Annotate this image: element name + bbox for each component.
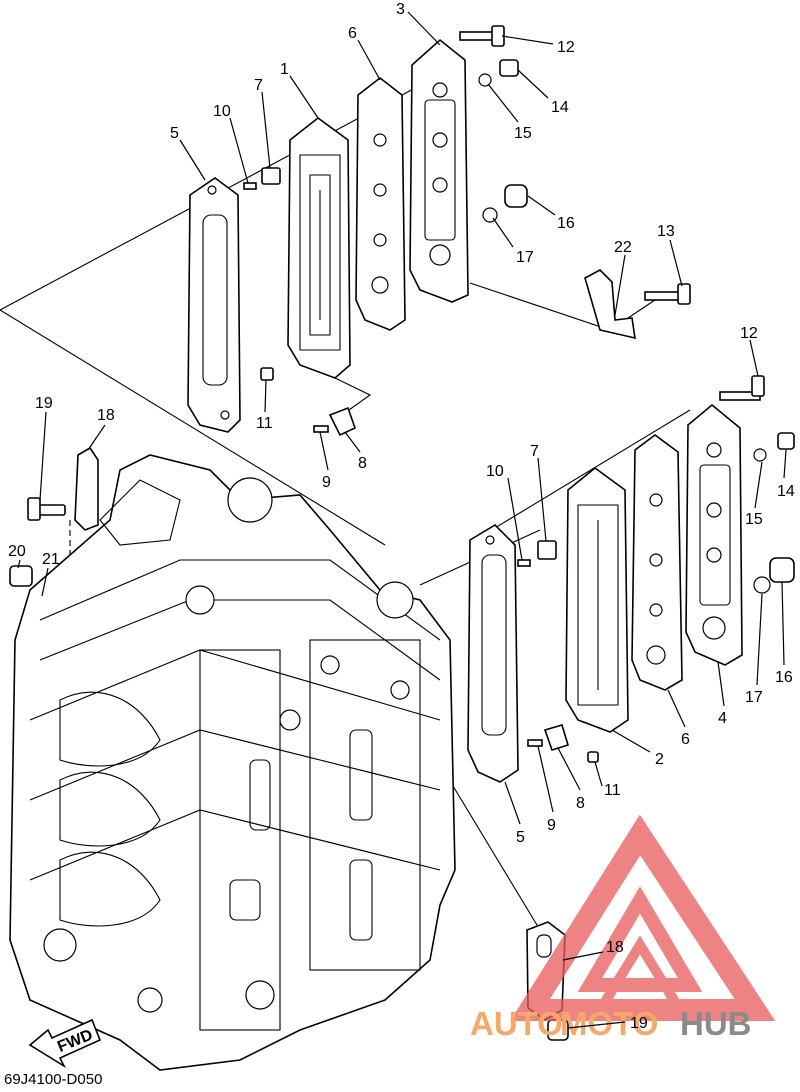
callout-19-lower: 19 [630, 1015, 648, 1032]
drawing-code: 69J4100-D050 [4, 1071, 102, 1087]
callout-15-lower: 15 [745, 511, 763, 528]
callout-15-upper: 15 [514, 125, 532, 142]
lower-plate-4 [685, 403, 743, 666]
callout-13-upper: 13 [657, 223, 675, 240]
upper-gasket-6 [355, 76, 406, 331]
lower-cover-2 [565, 466, 629, 733]
callout-11-lower: 11 [604, 782, 621, 799]
callout-12-upper: 12 [557, 39, 575, 56]
callout-6-lower: 6 [681, 731, 690, 748]
callout-16-lower: 16 [775, 669, 793, 686]
callout-19-upper: 19 [35, 395, 53, 412]
lower-gasket-5 [467, 523, 519, 783]
callout-20-upper: 20 [8, 543, 26, 560]
callout-5-lower: 5 [516, 829, 525, 846]
upper-plate-3 [409, 38, 469, 303]
callout-9-upper: 9 [322, 474, 331, 491]
upper-gasket-5 [187, 177, 241, 433]
callout-18-upper: 18 [97, 407, 115, 424]
upper-cover-1 [287, 116, 351, 379]
callout-1-upper: 1 [280, 61, 289, 78]
callout-10-upper: 10 [213, 103, 231, 120]
callout-8-lower: 8 [576, 795, 585, 812]
callout-22-upper: 22 [614, 239, 632, 256]
callout-5-upper: 5 [170, 125, 179, 142]
upper-small-parts [243, 25, 691, 437]
lower-gasket-6 [631, 434, 683, 691]
watermark-auto: AUTO [470, 1005, 563, 1042]
callout-18-lower: 18 [606, 939, 624, 956]
callout-9-lower: 9 [547, 817, 556, 834]
callout-7-lower: 7 [530, 443, 539, 460]
callout-leaders [17, 11, 787, 1029]
watermark-hub: HUB [680, 1005, 752, 1042]
callout-11-upper: 11 [256, 415, 273, 432]
callout-16-upper: 16 [557, 215, 575, 232]
engine-block [9, 454, 456, 1071]
callout-3-upper: 3 [396, 1, 405, 18]
callout-numbers: 3 12 14 15 16 17 6 1 7 10 5 22 13 11 9 8… [8, 1, 795, 1032]
callout-17-upper: 17 [516, 249, 534, 266]
fwd-arrow: FWD [28, 1018, 102, 1069]
callout-17-lower: 17 [745, 689, 763, 706]
callout-14-lower: 14 [777, 483, 795, 500]
callout-6-upper: 6 [348, 25, 357, 42]
callout-2-lower: 2 [655, 751, 664, 768]
callout-21-upper: 21 [42, 551, 60, 568]
callout-7-upper: 7 [254, 77, 263, 94]
watermark-logo [510, 814, 776, 1021]
callout-12-lower: 12 [740, 325, 758, 342]
callout-14-upper: 14 [551, 99, 569, 116]
callout-8-upper: 8 [358, 455, 367, 472]
callout-4-lower: 4 [718, 710, 727, 727]
callout-10-lower: 10 [486, 463, 504, 480]
